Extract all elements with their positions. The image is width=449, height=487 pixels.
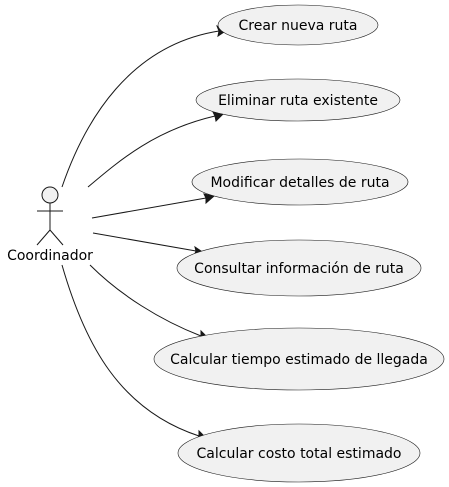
- actor-label: Coordinador: [7, 248, 93, 264]
- association-uc1: [61, 30, 220, 188]
- actor-left-leg: [36, 229, 51, 246]
- association-uc3: [91, 197, 207, 219]
- actor-right-leg: [49, 229, 64, 246]
- use-case-uc2: Eliminar ruta existente: [195, 78, 401, 122]
- use-case-ellipse: [153, 327, 445, 391]
- use-case-ellipse: [177, 423, 421, 483]
- use-case-uc6: Calcular costo total estimado: [177, 423, 421, 483]
- association-uc5: [89, 264, 202, 337]
- arrowhead-uc3: [203, 193, 216, 205]
- actor-coordinador: Coordinador: [7, 186, 93, 264]
- use-case-uc3: Modificar detalles de ruta: [191, 158, 409, 206]
- association-uc6: [61, 264, 200, 437]
- use-case-label: Consultar información de ruta: [194, 261, 404, 277]
- use-case-label: Eliminar ruta existente: [218, 93, 378, 109]
- use-case-ellipse: [191, 158, 409, 206]
- use-case-label: Modificar detalles de ruta: [210, 175, 389, 191]
- use-case-ellipse: [195, 78, 401, 122]
- use-case-uc1: Crear nueva ruta: [217, 4, 379, 46]
- use-case-label: Calcular costo total estimado: [197, 446, 402, 462]
- association-uc2: [87, 115, 216, 188]
- association-uc4: [92, 232, 197, 252]
- use-case-label: Calcular tiempo estimado de llegada: [170, 352, 428, 368]
- use-case-ellipse: [176, 239, 422, 297]
- use-case-ellipse: [217, 4, 379, 46]
- use-case-uc5: Calcular tiempo estimado de llegada: [153, 327, 445, 391]
- use-case-label: Crear nueva ruta: [239, 18, 358, 34]
- actor-head: [41, 186, 59, 204]
- use-case-uc4: Consultar información de ruta: [176, 239, 422, 297]
